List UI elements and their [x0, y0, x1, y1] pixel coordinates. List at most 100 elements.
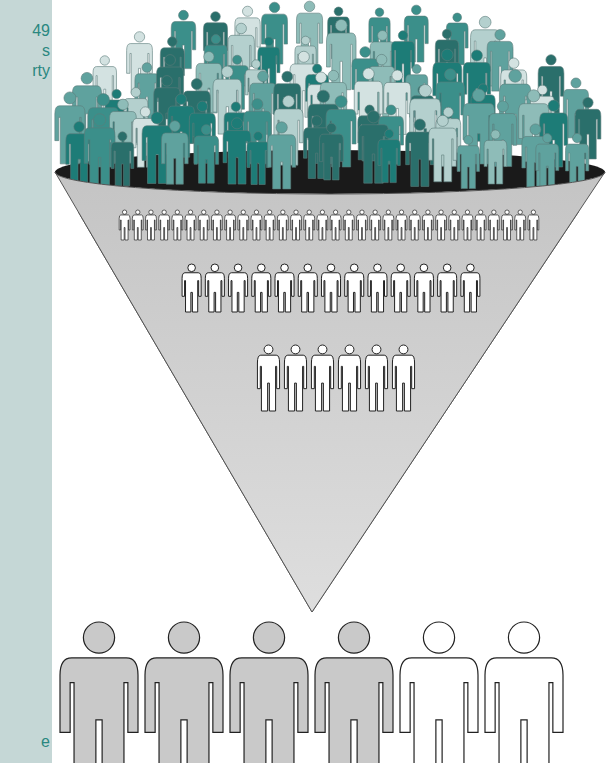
person-head: [252, 99, 263, 110]
person-body: [275, 273, 294, 312]
person-figure: [320, 123, 344, 180]
person-figure: [321, 264, 340, 312]
person-head: [453, 13, 462, 22]
person-head: [464, 135, 473, 144]
person-head: [437, 115, 448, 126]
person-head: [142, 63, 152, 73]
person-head: [372, 345, 381, 354]
person-head: [442, 29, 451, 38]
person-head: [168, 622, 199, 653]
person-body: [145, 658, 223, 763]
person-figure: [161, 121, 188, 184]
person-head: [376, 54, 386, 64]
person-head: [122, 210, 126, 214]
person-body: [338, 355, 360, 411]
person-body: [321, 273, 340, 312]
person-figure: [60, 622, 138, 763]
person-head: [543, 134, 552, 143]
person-head: [267, 210, 271, 214]
funnel-cone-front: [55, 172, 605, 612]
person-head: [294, 210, 298, 214]
person-figure: [378, 129, 400, 182]
person-head: [442, 49, 454, 61]
person-head: [93, 114, 105, 126]
person-figure: [304, 210, 315, 240]
person-body: [238, 215, 249, 240]
person-figure: [119, 210, 130, 240]
person-head: [204, 52, 214, 62]
person-figure: [238, 210, 249, 240]
person-head: [495, 29, 505, 39]
person-head: [118, 132, 127, 141]
person-head: [254, 132, 263, 141]
person-head: [375, 8, 383, 16]
person-head: [318, 345, 327, 354]
person-head: [191, 79, 202, 90]
person-head: [412, 65, 421, 74]
person-head: [231, 118, 242, 129]
person-head: [471, 50, 482, 61]
person-head: [531, 210, 535, 214]
person-body: [159, 215, 170, 240]
person-body: [320, 134, 344, 180]
person-body: [298, 273, 317, 312]
person-head: [211, 35, 220, 44]
person-body: [365, 355, 387, 411]
person-body: [449, 215, 460, 240]
person-body: [247, 142, 269, 185]
person-figure: [396, 210, 407, 240]
person-head: [363, 68, 374, 79]
person-head: [264, 345, 273, 354]
person-head: [258, 71, 269, 82]
person-body: [485, 658, 563, 763]
person-body: [378, 140, 400, 183]
person-head: [335, 19, 347, 31]
person-head: [118, 99, 129, 110]
person-body: [400, 658, 478, 763]
person-body: [119, 215, 130, 240]
person-figure: [461, 264, 480, 312]
person-head: [347, 210, 351, 214]
person-head: [411, 5, 421, 15]
person-body: [230, 658, 308, 763]
person-head: [291, 345, 300, 354]
sidebar-text: 49: [0, 21, 50, 41]
person-head: [304, 1, 314, 11]
person-head: [276, 122, 287, 133]
person-body: [284, 355, 306, 411]
person-head: [360, 47, 371, 58]
person-head: [399, 345, 408, 354]
person-body: [343, 215, 354, 240]
person-figure: [391, 264, 410, 312]
person-body: [251, 215, 262, 240]
person-head: [149, 210, 153, 214]
person-head: [136, 210, 140, 214]
person-head: [64, 92, 76, 104]
person-body: [429, 128, 457, 182]
person-head: [311, 116, 322, 127]
person-body: [536, 144, 559, 188]
person-head: [140, 107, 150, 117]
person-head: [546, 55, 556, 65]
person-figure: [159, 210, 170, 240]
person-body: [225, 215, 236, 240]
person-body: [268, 135, 296, 189]
person-head: [385, 129, 394, 138]
person-body: [132, 215, 143, 240]
person-figure: [257, 345, 279, 411]
person-head: [583, 97, 593, 107]
person-figure: [343, 210, 354, 240]
person-head: [386, 210, 390, 214]
person-head: [571, 78, 581, 88]
person-head: [264, 37, 273, 46]
person-body: [438, 273, 457, 312]
person-head: [345, 345, 354, 354]
person-figure: [457, 135, 479, 188]
person-body: [414, 273, 433, 312]
person-figure: [536, 134, 559, 189]
person-figure: [198, 210, 209, 240]
person-figure: [475, 210, 486, 240]
person-figure: [528, 210, 539, 240]
